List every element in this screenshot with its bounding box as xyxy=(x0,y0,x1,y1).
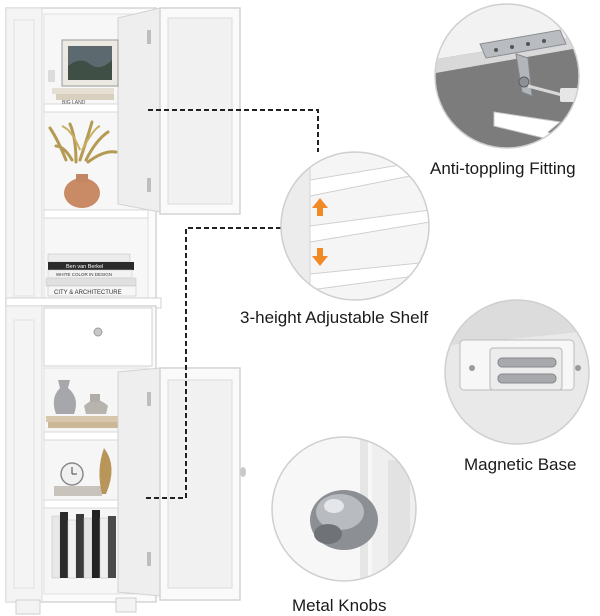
shelf-2 xyxy=(43,209,149,219)
label-magnetic-base: Magnetic Base xyxy=(464,455,577,474)
cabinet-side-panel xyxy=(5,7,43,307)
arrow-up-icon xyxy=(312,198,328,216)
book-small-title: BIG LAND xyxy=(62,100,86,106)
detail-metal-knobs xyxy=(272,437,416,581)
leader-line-shelf xyxy=(146,227,284,499)
svg-text:WHITE COLOR IN DESIGN: WHITE COLOR IN DESIGN xyxy=(56,272,112,277)
book-stack-upper: Ben van Berkel WHITE COLOR IN DESIGN CIT… xyxy=(45,253,137,297)
drawer[interactable] xyxy=(43,307,153,367)
book-stack-lower xyxy=(51,510,116,579)
detail-circle-knobs xyxy=(271,436,417,582)
arrow-down-icon xyxy=(312,248,328,266)
svg-text:CITY & ARCHITECTURE: CITY & ARCHITECTURE xyxy=(54,290,122,296)
label-adjustable-shelf: 3-height Adjustable Shelf xyxy=(240,308,429,327)
framed-picture xyxy=(61,39,119,87)
tall-cabinet: BIG LAND Ben van Berkel WHITE COLOR IN D… xyxy=(5,7,246,615)
drawer-knob[interactable] xyxy=(93,327,103,337)
door-hinge xyxy=(147,178,151,192)
detail-circle-magnetic xyxy=(444,299,590,445)
cabinet-foot xyxy=(15,599,41,615)
svg-text:Ben van Berkel: Ben van Berkel xyxy=(66,264,103,270)
detail-circle-shelf xyxy=(280,151,430,301)
vase xyxy=(53,380,76,414)
label-anti-toppling-fitting: Anti-toppling Fitting xyxy=(430,159,576,178)
detail-anti-toppling xyxy=(435,4,579,148)
door-knob[interactable] xyxy=(240,467,246,477)
detail-circle-anti-toppling xyxy=(434,3,580,149)
leader-line-anti-toppling xyxy=(148,109,319,152)
label-metal-knobs: Metal Knobs xyxy=(292,596,387,615)
door-hinge xyxy=(147,30,151,44)
lower-door xyxy=(117,367,246,601)
cabinet-foot xyxy=(115,597,137,613)
potted-plant xyxy=(48,120,118,208)
detail-magnetic-base xyxy=(445,300,589,444)
